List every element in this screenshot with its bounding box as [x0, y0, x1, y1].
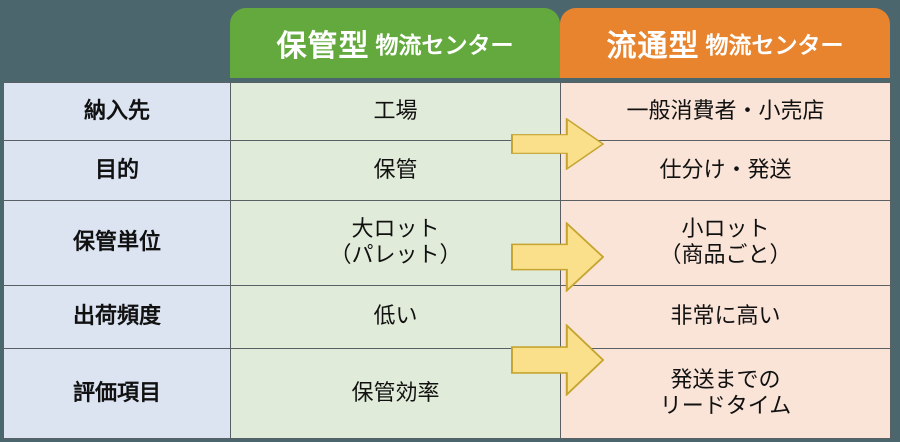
- cell-distribution: 小ロット（商品ごと）: [560, 200, 891, 286]
- cell-distribution: 非常に高い: [560, 285, 891, 349]
- row-label: 保管単位: [3, 200, 231, 286]
- cell-storage: 工場: [230, 82, 561, 141]
- table-row: 保管単位 大ロット（パレット） 小ロット（商品ごと）: [3, 200, 891, 286]
- cell-distribution: 仕分け・発送: [560, 140, 891, 201]
- header-emphasis-storage: 保管型: [276, 29, 370, 64]
- cell-distribution: 発送までのリードタイム: [560, 348, 891, 439]
- row-label: 目的: [3, 140, 231, 201]
- row-label: 評価項目: [3, 348, 231, 439]
- header-emphasis-distribution: 流通型: [606, 29, 700, 64]
- table-row: 納入先 工場 一般消費者・小売店: [3, 82, 891, 141]
- table-row: 評価項目 保管効率 発送までのリードタイム: [3, 348, 891, 439]
- cell-storage: 大ロット（パレット）: [230, 200, 561, 286]
- row-label: 納入先: [3, 82, 231, 141]
- row-label: 出荷頻度: [3, 285, 231, 349]
- header-rest-storage: 物流センター: [375, 33, 514, 59]
- comparison-table: 納入先 工場 一般消費者・小売店 目的 保管 仕分け・発送 保管単位 大ロット（…: [3, 82, 891, 439]
- table-row: 出荷頻度 低い 非常に高い: [3, 285, 891, 349]
- cell-storage: 保管: [230, 140, 561, 201]
- table-row: 目的 保管 仕分け・発送: [3, 140, 891, 201]
- column-header-storage-type: 保管型 物流センター: [230, 8, 560, 78]
- column-header-distribution-type: 流通型 物流センター: [560, 8, 890, 78]
- cell-distribution: 一般消費者・小売店: [560, 82, 891, 141]
- cell-storage: 保管効率: [230, 348, 561, 439]
- header-rest-distribution: 物流センター: [705, 33, 844, 59]
- cell-storage: 低い: [230, 285, 561, 349]
